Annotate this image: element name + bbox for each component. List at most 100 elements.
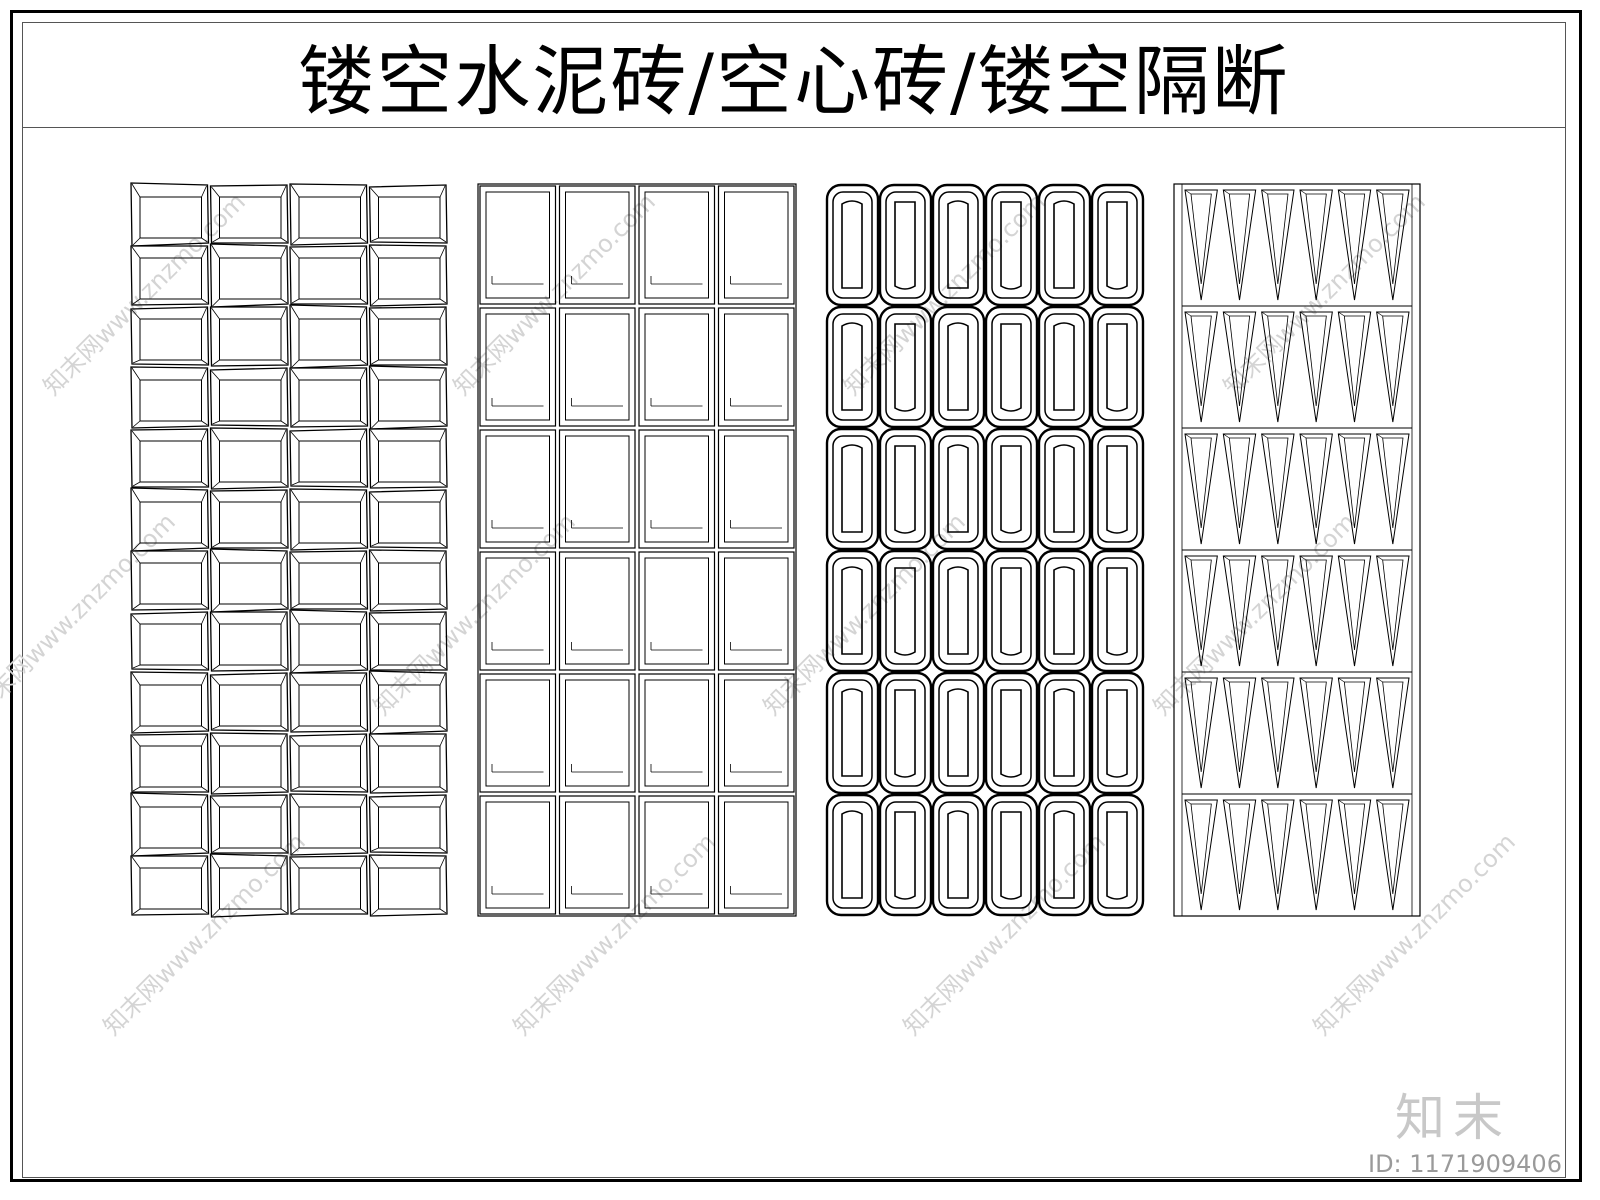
triangle-outer bbox=[1337, 311, 1372, 423]
bevel-line bbox=[371, 603, 379, 611]
slot-outer bbox=[984, 793, 1039, 917]
panel1-block bbox=[289, 367, 369, 428]
panel3-block bbox=[931, 427, 986, 551]
bevel-line bbox=[131, 793, 141, 808]
bevel-line bbox=[201, 847, 208, 853]
slot-outer bbox=[825, 793, 880, 917]
panel2-frame bbox=[638, 795, 716, 915]
triangle-inner bbox=[1343, 803, 1366, 895]
block-opening bbox=[139, 562, 202, 605]
slot-outer bbox=[1090, 183, 1145, 307]
panel2-frame bbox=[717, 673, 795, 793]
block-opening bbox=[219, 867, 282, 910]
panel4-block bbox=[1222, 433, 1257, 545]
panel3-block bbox=[984, 793, 1039, 917]
triangle-bevel bbox=[1184, 799, 1192, 805]
panel1-block bbox=[130, 855, 210, 916]
slot-mid bbox=[885, 557, 926, 665]
slot-opening bbox=[894, 323, 916, 412]
triangle-inner bbox=[1267, 803, 1289, 895]
block-opening bbox=[219, 501, 282, 544]
frame-inner bbox=[485, 313, 550, 421]
slot-mid bbox=[1044, 435, 1085, 543]
slot-mid bbox=[938, 313, 979, 421]
triangle-outer bbox=[1261, 799, 1295, 911]
block-outline bbox=[289, 304, 369, 369]
frame-outer bbox=[558, 185, 636, 305]
triangle-inner bbox=[1343, 437, 1366, 529]
frame-outer bbox=[638, 673, 716, 793]
triangle-outer bbox=[1299, 311, 1333, 423]
bevel-line bbox=[280, 795, 287, 808]
bevel-line bbox=[370, 308, 379, 320]
bevel-line bbox=[371, 298, 379, 306]
bevel-line bbox=[439, 298, 447, 304]
bevel-line bbox=[370, 187, 379, 198]
panel3-block bbox=[931, 793, 986, 917]
bevel-line bbox=[291, 786, 300, 791]
slot-mid bbox=[832, 191, 873, 299]
bevel-line bbox=[439, 490, 446, 503]
slot-opening bbox=[894, 567, 916, 656]
bevel-line bbox=[211, 370, 220, 381]
slot-opening bbox=[1106, 689, 1128, 778]
bevel-line bbox=[280, 786, 288, 792]
panel4-block bbox=[1299, 311, 1333, 423]
frame-outer bbox=[717, 551, 795, 671]
bevel-line bbox=[439, 786, 447, 792]
block-outline bbox=[289, 550, 369, 610]
triangle-inner bbox=[1228, 559, 1251, 651]
slot-outer bbox=[1037, 549, 1092, 673]
slot-outer bbox=[931, 183, 986, 307]
triangle-outer bbox=[1184, 311, 1218, 423]
triangle-inner bbox=[1343, 315, 1366, 407]
block-outline bbox=[368, 733, 448, 794]
frame-inner bbox=[485, 191, 550, 299]
panel4-block bbox=[1184, 311, 1218, 423]
triangle-inner bbox=[1305, 681, 1327, 773]
triangle-bevel bbox=[1223, 555, 1230, 561]
triangle-inner bbox=[1228, 803, 1251, 895]
slot-opening bbox=[1106, 567, 1128, 656]
frame-inner bbox=[565, 679, 630, 787]
slot-mid bbox=[1097, 435, 1138, 543]
bevel-line bbox=[212, 237, 220, 243]
panel2-frame bbox=[638, 551, 716, 671]
slot-mid bbox=[938, 801, 979, 909]
frame-inner bbox=[565, 191, 630, 299]
panel1-block bbox=[289, 609, 369, 674]
block-outline bbox=[289, 672, 369, 733]
triangle-bevel bbox=[1223, 311, 1230, 317]
frame-outer bbox=[717, 795, 795, 915]
triangle-bevel bbox=[1338, 677, 1345, 683]
block-outline bbox=[368, 184, 448, 244]
bevel-line bbox=[280, 481, 288, 487]
panel2-frame bbox=[717, 429, 795, 549]
block-opening bbox=[139, 867, 202, 910]
panel1-block bbox=[368, 184, 448, 244]
bevel-line bbox=[212, 542, 220, 548]
panel3-block bbox=[931, 183, 986, 307]
frame-inner bbox=[644, 435, 709, 543]
frame-inner bbox=[565, 313, 630, 421]
bevel-line bbox=[280, 298, 288, 304]
panel4-block bbox=[1337, 433, 1372, 545]
block-outline bbox=[289, 609, 369, 674]
block-outline bbox=[130, 855, 210, 916]
frame-inner bbox=[565, 801, 630, 909]
bevel-line bbox=[371, 786, 379, 793]
panel1-block bbox=[130, 671, 210, 734]
bevel-line bbox=[290, 431, 300, 442]
bevel-line bbox=[280, 734, 287, 747]
slot-opening bbox=[1000, 201, 1022, 290]
triangle-outer bbox=[1184, 799, 1218, 911]
panel2-frame bbox=[558, 185, 636, 305]
bevel-line bbox=[360, 908, 367, 914]
slot-mid bbox=[991, 801, 1032, 909]
frame-inner bbox=[724, 191, 789, 299]
panel1-block bbox=[289, 855, 369, 915]
bevel-line bbox=[291, 298, 300, 304]
bevel-line bbox=[360, 795, 366, 808]
bevel-line bbox=[439, 481, 447, 487]
triangle-outer bbox=[1337, 433, 1372, 545]
